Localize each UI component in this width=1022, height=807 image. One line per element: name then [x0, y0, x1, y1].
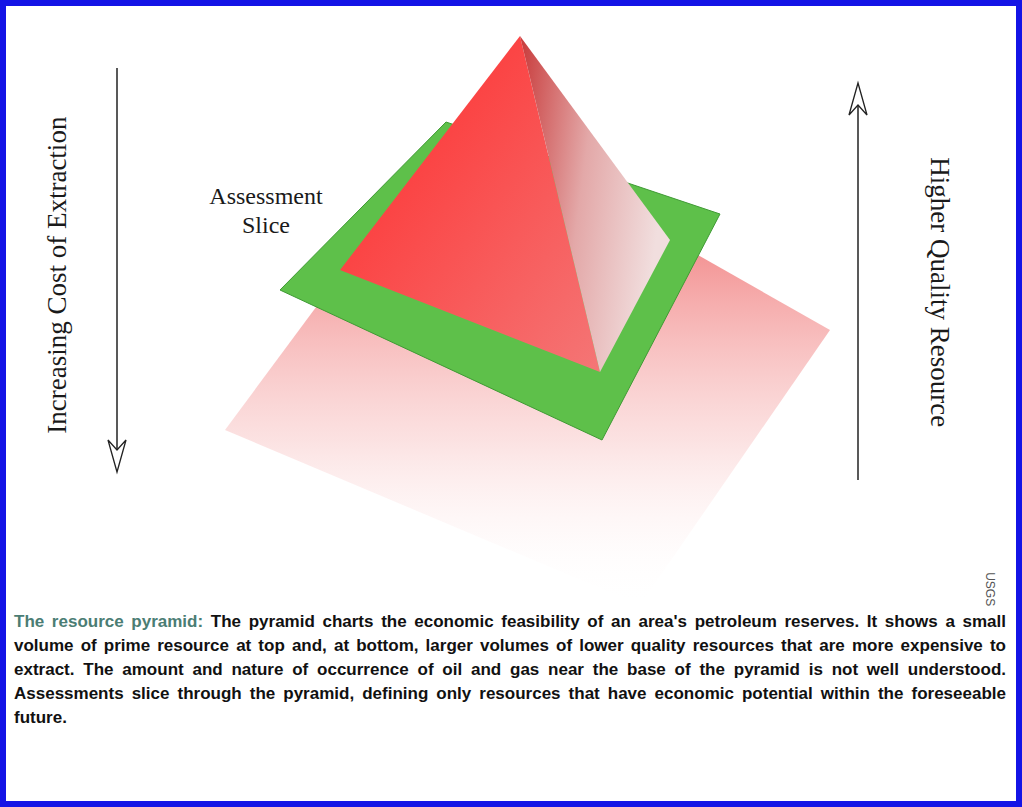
- caption-heading: The resource pyramid:: [14, 612, 203, 631]
- quality-arrow: [857, 95, 859, 480]
- credit-label: USGS: [983, 572, 997, 606]
- cost-arrow: [116, 68, 118, 460]
- slice-label: Assessment Slice: [191, 182, 341, 240]
- axis-label: Higher Quality Resource: [924, 157, 956, 427]
- pyramid-side-face: [520, 36, 670, 372]
- arrow-head: [108, 440, 126, 472]
- caption-paragraph: The resource pyramid: The pyramid charts…: [14, 610, 1006, 730]
- axis-label: Increasing Cost of Extraction: [42, 116, 74, 433]
- arrow-head: [849, 83, 867, 115]
